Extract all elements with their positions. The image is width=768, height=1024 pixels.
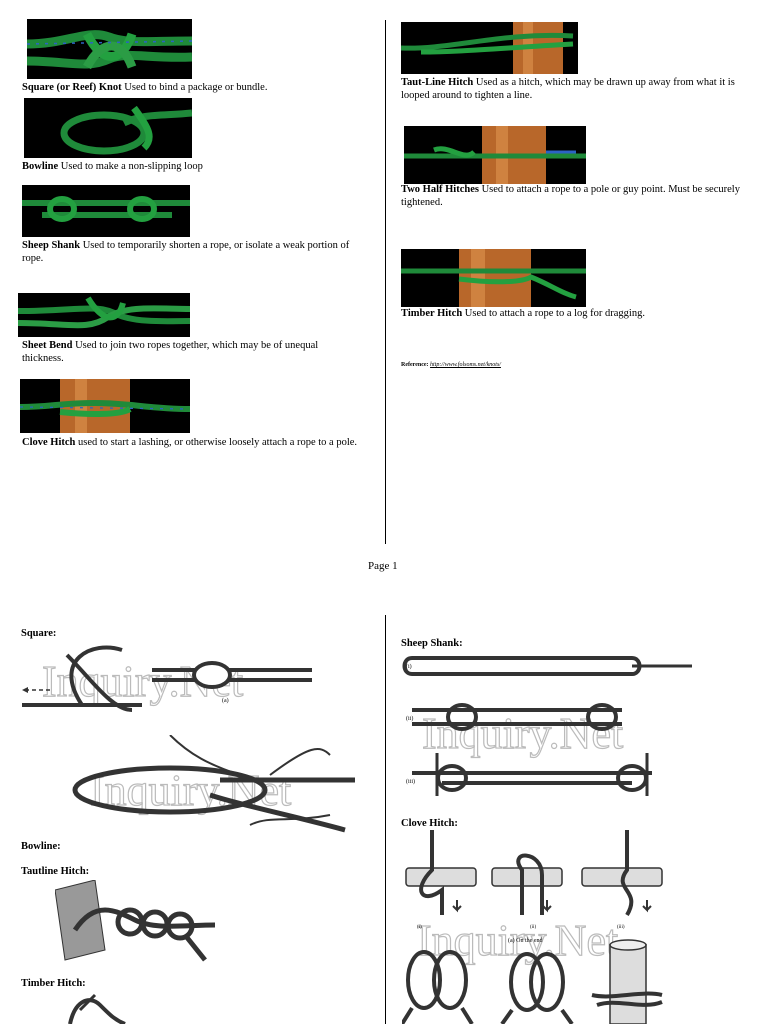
knot-desc: Used as a hitch, which may be drawn up a… <box>401 77 735 101</box>
figure-mark-ii: (ii) <box>406 715 413 722</box>
clove-hitch-caption: Clove Hitch used to start a lashing, or … <box>22 436 372 449</box>
knot-desc: Used to attach a rope to a log for dragg… <box>462 308 645 319</box>
taut-line-hitch-photo <box>401 22 578 74</box>
timber-hitch-photo <box>401 249 586 307</box>
knot-name: Sheep Shank <box>22 240 81 251</box>
sheet-bend-caption: Sheet Bend Used to join two ropes togeth… <box>22 339 362 365</box>
sheet-bend-photo <box>18 293 190 337</box>
watermark-text: Inquiry.Net <box>422 709 623 758</box>
knot-desc: Used to bind a package or bundle. <box>121 82 268 93</box>
reference-line: Reference: http://www.folsoms.net/knots/ <box>401 362 501 368</box>
page-number: Page 1 <box>368 560 398 572</box>
timber-hitch-caption: Timber Hitch Used to attach a rope to a … <box>401 307 751 320</box>
bowline-drawing: Inquiry.Net <box>70 735 355 840</box>
figure-mark-i: (i) <box>417 925 422 930</box>
two-half-hitches-caption: Two Half Hitches Used to attach a rope t… <box>401 183 751 209</box>
knot-name: Square (or Reef) Knot <box>22 82 122 93</box>
reference-label: Reference: <box>401 362 429 368</box>
sheep-shank-caption: Sheep Shank Used to temporarily shorten … <box>22 239 362 265</box>
sheep-shank-drawing: Inquiry.Net (i) (ii) (iii) <box>402 648 697 798</box>
figure-mark-on-end: (a) On the end <box>508 937 543 944</box>
column-divider <box>385 20 386 544</box>
clove-hitch-photo <box>20 379 190 433</box>
figure-mark-a: (a) <box>222 697 229 704</box>
clove-hitch-drawing: Inquiry.Net (i) (ii) (iii) (a) On the en… <box>402 830 692 1024</box>
knot-name: Taut-Line Hitch <box>401 77 474 88</box>
bowline-label: Bowline: <box>21 841 61 852</box>
timber-hitch-drawing <box>60 990 130 1024</box>
figure-mark-i: (i) <box>406 663 412 670</box>
figure-mark-iii: (iii) <box>406 778 415 785</box>
knot-name: Timber Hitch <box>401 308 463 319</box>
bowline-photo <box>24 98 192 158</box>
knot-desc: Used to attach a rope to a pole or guy p… <box>401 184 740 208</box>
square-label: Square: <box>21 628 57 639</box>
knot-name: Sheet Bend <box>22 340 73 351</box>
bowline-caption: Bowline Used to make a non-slipping loop <box>22 160 372 173</box>
clove-hitch-label: Clove Hitch: <box>401 818 458 829</box>
tautline-hitch-drawing <box>55 880 215 970</box>
reference-link[interactable]: http://www.folsoms.net/knots/ <box>430 362 501 368</box>
two-half-hitches-photo <box>404 126 586 184</box>
figure-mark-ii: (ii) <box>530 925 536 930</box>
knot-desc: used to start a lashing, or otherwise lo… <box>75 437 358 448</box>
tautline-label: Tautline Hitch: <box>21 866 90 877</box>
knot-desc: Used to make a non-slipping loop <box>58 161 203 172</box>
square-knot-photo <box>27 19 192 79</box>
taut-line-hitch-caption: Taut-Line Hitch Used as a hitch, which m… <box>401 76 751 102</box>
knot-name: Clove Hitch <box>22 437 76 448</box>
knot-desc: Used to temporarily shorten a rope, or i… <box>22 240 350 264</box>
column-divider-page2 <box>385 615 386 1024</box>
knot-desc: Used to join two ropes together, which m… <box>22 340 319 364</box>
sheep-shank-photo <box>22 185 190 237</box>
knot-name: Bowline <box>22 161 59 172</box>
timber-label: Timber Hitch: <box>21 978 86 989</box>
figure-mark-iii: (iii) <box>617 925 625 930</box>
square-knot-caption: Square (or Reef) Knot Used to bind a pac… <box>22 81 372 94</box>
knot-name: Two Half Hitches <box>401 184 479 195</box>
square-knot-drawing: Inquiry.Net (a) <box>22 640 322 720</box>
sheep-shank-label: Sheep Shank: <box>401 638 463 649</box>
